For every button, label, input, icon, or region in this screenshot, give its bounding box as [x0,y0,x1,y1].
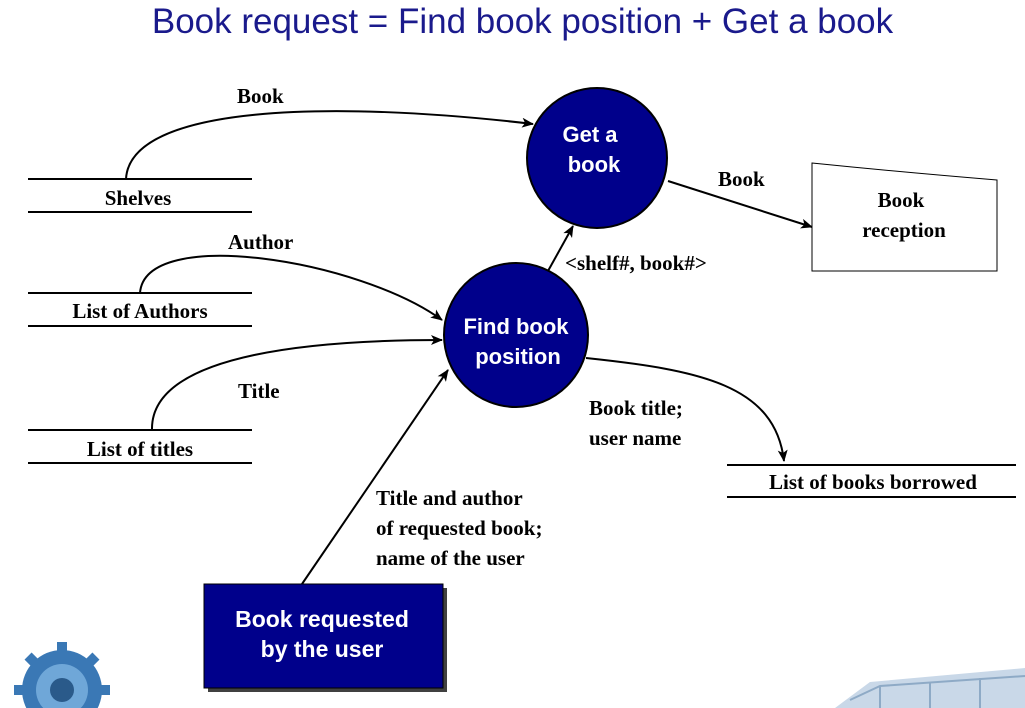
slide-title: Book request = Find book position + Get … [151,2,894,41]
flow-label-author: Author [228,230,293,254]
flow-label-booktitle-line2: user name [589,426,681,450]
flow-label-request-line1: Title and author [376,486,523,510]
document-line1: Book [878,188,925,212]
external-entity-line1: Book requested [235,606,409,632]
flow-find-to-get-book [547,225,574,272]
process-get-book-line2: book [568,152,621,177]
flow-user-to-find [301,369,449,585]
flow-label-title: Title [238,379,280,403]
process-find-line2: position [475,344,561,369]
flow-label-request-line3: name of the user [376,546,525,570]
process-get-book: Get a book [526,87,668,229]
datastore-borrowed: List of books borrowed [727,464,1016,498]
datastore-borrowed-label: List of books borrowed [769,470,977,494]
process-find-line1: Find book [463,314,569,339]
flow-label-book-reception: Book [718,167,765,191]
document-line2: reception [862,218,946,242]
external-entity-line2: by the user [261,636,384,662]
datastore-titles-label: List of titles [87,437,193,461]
datastore-authors-label: List of Authors [72,299,207,323]
external-entity-user: Book requested by the user [203,583,447,692]
flow-authors-to-find [139,254,443,321]
flow-label-shelf-book: <shelf#, book#> [565,251,707,275]
process-get-book-line1: Get a [562,122,618,147]
datastore-authors: List of Authors [28,292,252,327]
flow-get-book-to-reception [667,180,813,229]
flow-find-to-borrowed [585,357,788,462]
datastore-shelves: Shelves [28,178,252,213]
datastore-titles: List of titles [28,429,252,464]
process-find-position: Find book position [443,262,589,408]
flow-shelves-to-get-book [125,110,534,180]
flow-label-booktitle-line1: Book title; [589,396,683,420]
flow-label-request-line2: of requested book; [376,516,542,540]
gear-logo-icon [14,642,110,708]
document-book-reception: Book reception [811,162,998,272]
flow-label-book-shelves: Book [237,84,284,108]
building-watermark-icon [835,668,1025,708]
datastore-shelves-label: Shelves [105,186,172,210]
flow-titles-to-find [150,335,443,431]
